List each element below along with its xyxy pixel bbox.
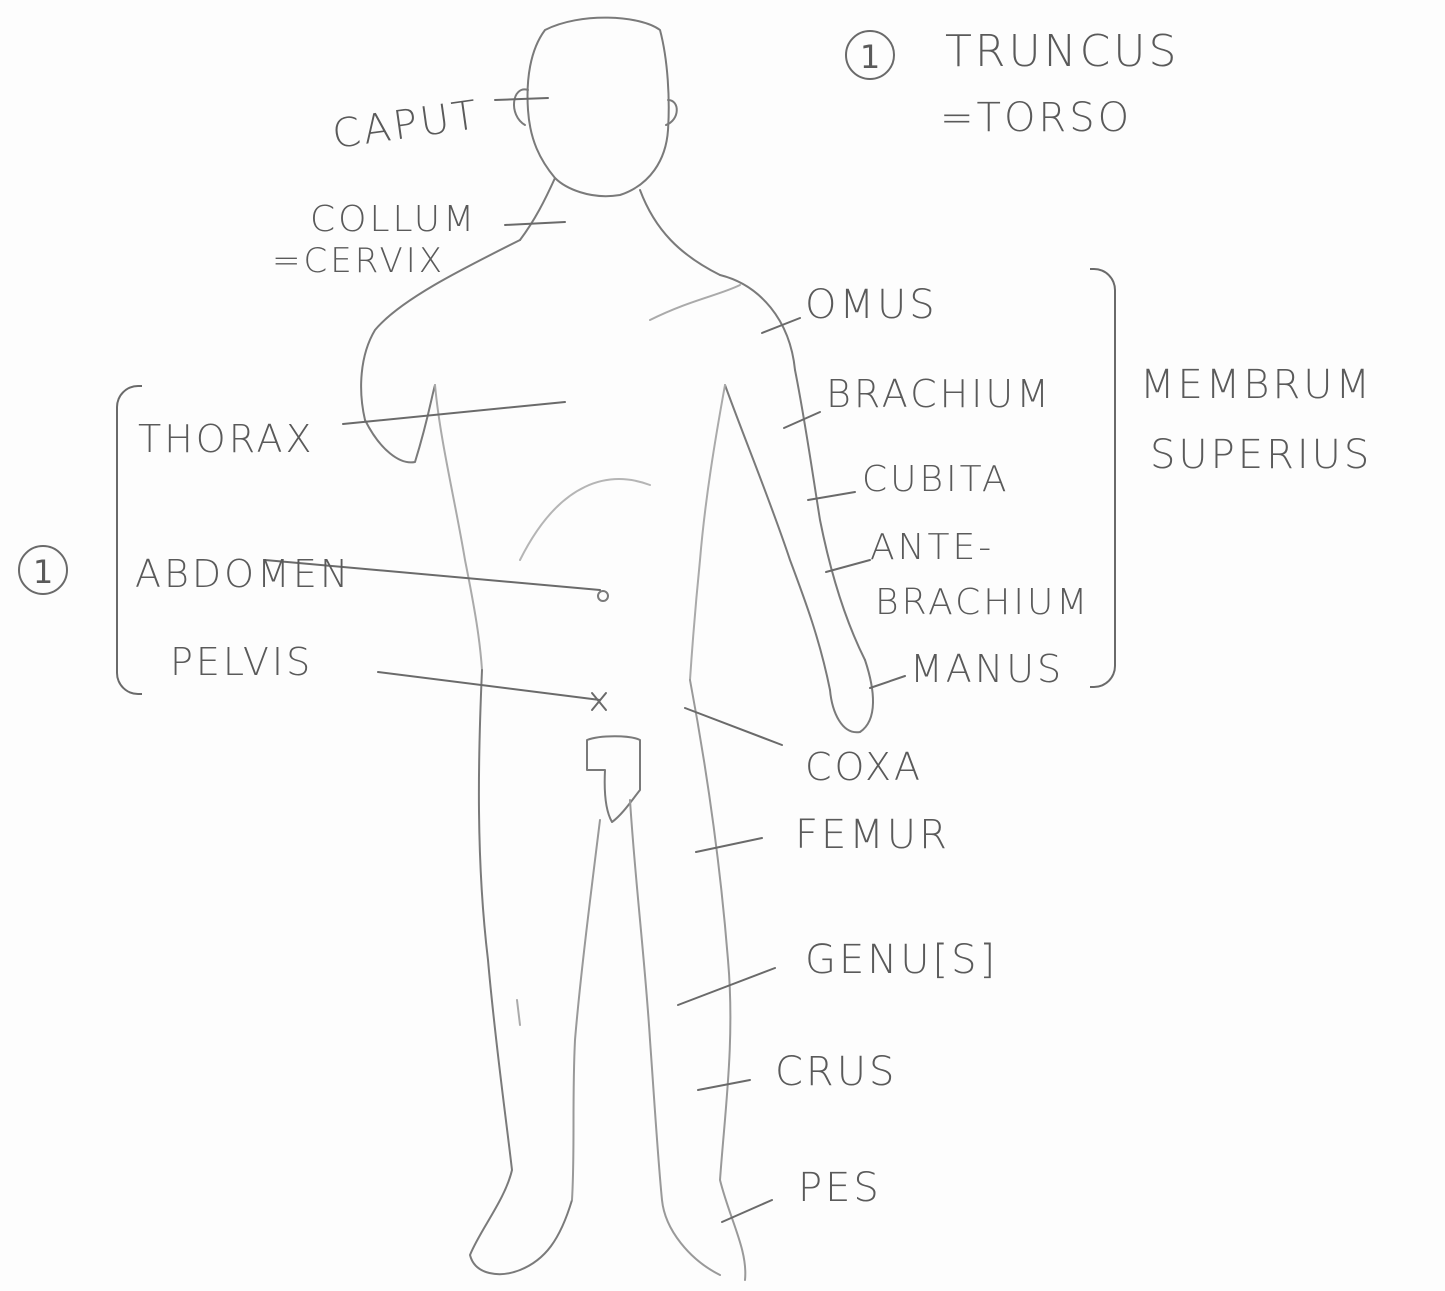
torso-right [690,385,725,680]
leader-pelvis [378,672,600,700]
leader-thorax [343,402,565,424]
leader-crus [698,1080,750,1090]
label-torso: =TORSO [940,98,1132,138]
right-hand [830,660,873,732]
ribcage-line [520,479,650,560]
label-abdomen: ABDOMEN [135,555,351,593]
head-outline [528,18,669,197]
label-cervix: =CERVIX [272,244,445,278]
neck-left [520,178,555,240]
neck-right [640,190,720,275]
label-cubita: CUBITA [862,462,1010,498]
label-manus: MANUS [910,650,1064,688]
ear-left [514,89,528,125]
label-antebrachium-2: BRACHIUM [875,585,1090,621]
chest-line [650,285,740,320]
trunk-number-circle: 1 [18,545,68,595]
label-membrum: MEMBRUM [1140,365,1373,405]
label-genu: GENU[S] [805,940,998,980]
right-leg-outer [690,680,745,1280]
leader-antebrachium [826,560,870,572]
upper-limb-brace [1090,268,1116,688]
groin [587,736,640,822]
knee-mark [517,1000,520,1025]
label-truncus: TRUNCUS [945,30,1179,74]
label-collum: COLLUM [310,202,477,238]
truncus-number-circle: 1 [845,30,895,80]
right-leg-inner [630,800,720,1275]
leader-genu [678,968,775,1005]
label-thorax: THORAX [138,420,315,458]
label-coxa: COXA [805,748,923,786]
label-antebrachium-1: ANTE- [870,530,994,566]
left-leg-outer [470,670,572,1274]
leader-femur [696,838,762,852]
left-arm [365,385,435,462]
navel [598,591,608,601]
label-superius: SUPERIUS [1150,435,1372,475]
label-omus: OMUS [805,285,938,325]
left-leg-inner [572,820,600,1200]
label-femur: FEMUR [795,815,950,855]
right-arm-inner [725,385,830,690]
label-pelvis: PELVIS [170,643,313,681]
leader-collum [505,222,565,225]
leader-omus [762,318,800,333]
torso-left [435,385,482,670]
leader-manus [870,676,905,688]
label-brachium: BRACHIUM [826,375,1052,413]
label-pes: PES [798,1168,882,1208]
leader-brachium [784,412,820,428]
label-crus: CRUS [775,1052,897,1092]
leader-caput [495,98,548,100]
